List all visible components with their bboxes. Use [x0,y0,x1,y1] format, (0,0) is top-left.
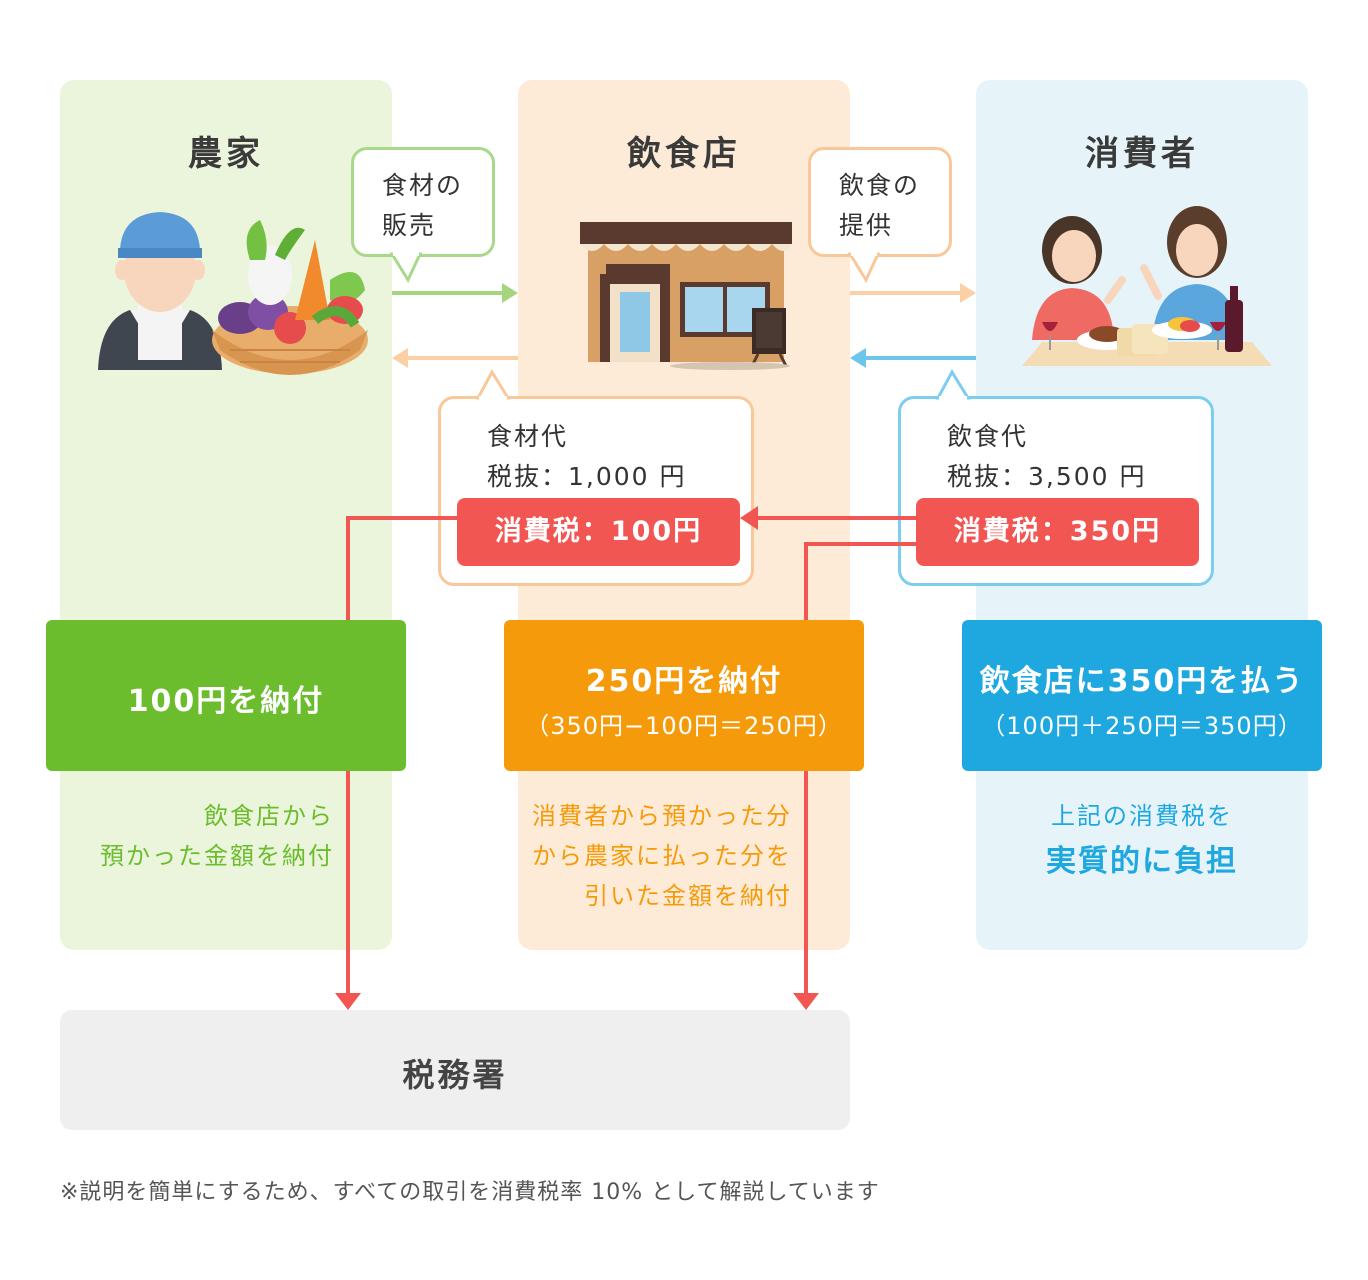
consumer-illustration [1022,206,1272,366]
farmer-description-line1: 飲食店から [204,802,334,830]
tax-office-box [60,1010,850,1130]
restaurant-result-box: 250円を納付 （350円−100円＝250円） [504,620,864,771]
meal-pretax: 税抜：3,500 円 [947,462,1147,491]
farmer-illustration [98,212,368,375]
restaurant-description: 消費者から預かった分 から農家に払った分を 引いた金額を納付 [518,796,792,916]
serve-bubble: 飲食の 提供 [808,147,952,257]
sale-bubble: 食材の 販売 [351,147,495,257]
ingredients-pretax: 税抜：1,000 円 [487,462,687,491]
consumer-result-main: 飲食店に350円を払う [979,664,1305,699]
tax-office-label: 税務署 [402,1056,508,1094]
ingredients-tax-box: 消費税：100円 [457,498,740,566]
ingredients-title: 食材代 [487,422,569,451]
sale-bubble-line1: 食材の [382,171,464,200]
consumer-description-line1: 上記の消費税を [1051,802,1233,830]
consumer-result-sub: （100円＋250円＝350円） [981,712,1303,740]
sale-bubble-line2: 販売 [382,211,437,240]
restaurant-result-main: 250円を納付 [585,664,783,699]
restaurant-title: 飲食店 [627,134,741,174]
restaurant-description-line2: から農家に払った分を [532,842,792,870]
restaurant-illustration [580,222,792,370]
meal-title: 飲食代 [947,422,1029,451]
serve-bubble-line1: 飲食の [839,171,921,200]
farmer-description-line2: 預かった金額を納付 [100,842,334,870]
consumer-result-box: 飲食店に350円を払う （100円＋250円＝350円） [962,620,1322,771]
restaurant-description-line3: 引いた金額を納付 [584,882,792,910]
restaurant-description-line1: 消費者から預かった分 [532,802,792,830]
farmer-title: 農家 [188,134,264,174]
consumer-description: 上記の消費税を 実質的に負担 [976,796,1308,882]
consumer-description-line2: 実質的に負担 [1046,844,1238,879]
farmer-result-main: 100円を納付 [127,684,325,719]
meal-tax-box: 消費税：350円 [916,498,1199,566]
consumer-title: 消費者 [1085,134,1199,174]
footnote: ※説明を簡単にするため、すべての取引を消費税率 10% として解説しています [60,1180,880,1205]
restaurant-result-sub: （350円−100円＝250円） [525,712,843,740]
farmer-description: 飲食店から 預かった金額を納付 [60,796,334,876]
serve-bubble-line2: 提供 [839,211,894,240]
farmer-result-box: 100円を納付 [46,620,406,771]
farmer-column [60,80,392,950]
